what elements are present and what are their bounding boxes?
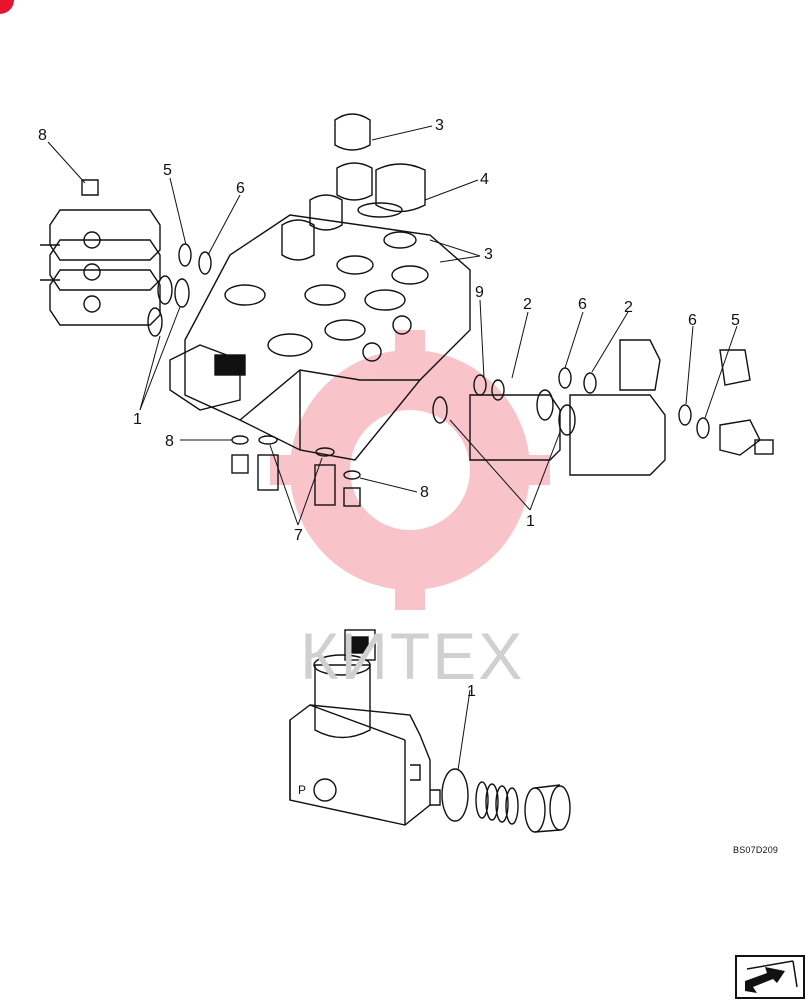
callout-5: 5: [731, 312, 740, 329]
sleeve: [524, 784, 571, 833]
callout-4: 4: [480, 171, 489, 188]
left-spool-housings: [40, 209, 161, 326]
callout-5: 5: [163, 162, 172, 179]
next-page-button[interactable]: [735, 955, 805, 999]
callout-9: 9: [475, 284, 484, 301]
right-spool-housings: [469, 339, 774, 476]
callout-3: 3: [435, 117, 444, 134]
callout-8: 8: [420, 484, 429, 501]
bottom-plugs: [81, 179, 361, 507]
callout-2: 2: [624, 299, 633, 316]
callout-1: 1: [133, 411, 142, 428]
port-label: P: [298, 783, 307, 797]
callout-1: 1: [467, 683, 476, 700]
spring: [475, 781, 519, 825]
solenoid-valve-block: [289, 629, 441, 826]
o-ring-lower: [441, 768, 469, 822]
callout-7: 7: [294, 527, 303, 544]
drawing-code: BS07D209: [733, 845, 779, 855]
callout-6: 6: [236, 180, 245, 197]
arrow-next-icon: [745, 960, 798, 993]
valve-body: [169, 214, 471, 461]
callout-1: 1: [526, 513, 535, 530]
callout-6: 6: [688, 312, 697, 329]
callout-2: 2: [523, 296, 532, 313]
leader-lines: [47, 125, 738, 771]
callout-3: 3: [484, 246, 493, 263]
callout-8: 8: [165, 433, 174, 450]
top-plugs: [281, 113, 426, 261]
callout-6: 6: [578, 296, 587, 313]
callout-8: 8: [38, 127, 47, 144]
watermark-text: КИТЕХ: [300, 619, 525, 693]
